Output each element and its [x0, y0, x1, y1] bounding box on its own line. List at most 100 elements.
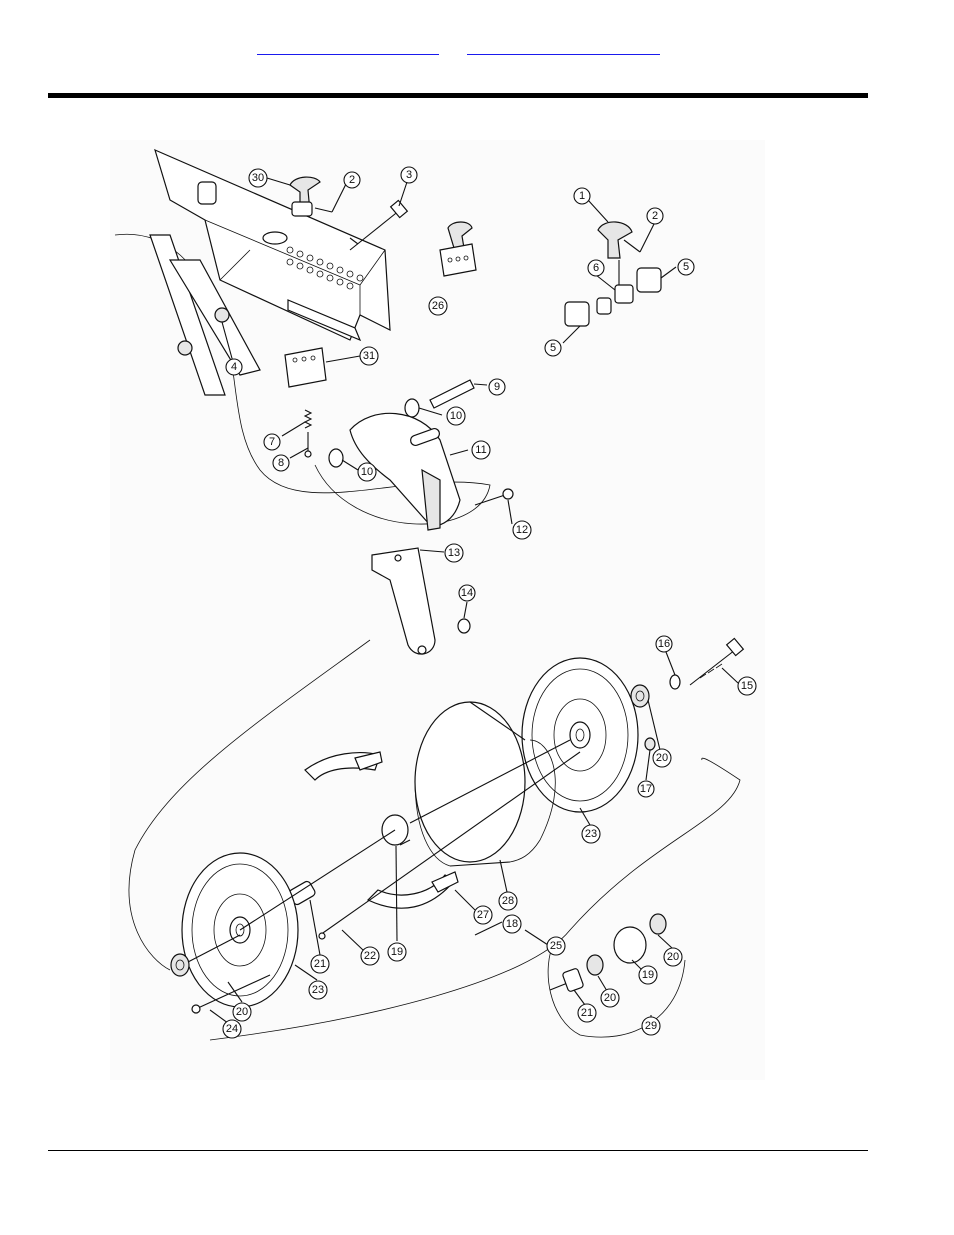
svg-text:16: 16 [658, 638, 670, 650]
tread-27-lower [366, 871, 459, 909]
header-rule [48, 93, 868, 98]
callout-5a: 5 [677, 258, 695, 276]
footer-rule [48, 1150, 868, 1151]
callout-8: 8 [272, 454, 290, 472]
svg-text:26: 26 [432, 300, 444, 312]
callout-30: 30 [248, 168, 268, 188]
svg-text:20: 20 [656, 752, 668, 764]
callout-31: 31 [359, 346, 379, 366]
svg-text:14: 14 [461, 587, 473, 599]
svg-text:1: 1 [579, 190, 585, 202]
callout-14: 14 [458, 584, 476, 602]
callout-9: 9 [488, 378, 506, 396]
svg-text:27: 27 [477, 909, 489, 921]
svg-text:28: 28 [502, 895, 514, 907]
callout-4: 4 [225, 358, 243, 376]
svg-text:23: 23 [585, 828, 597, 840]
svg-text:10: 10 [361, 466, 373, 478]
wheel-group-outline [128, 639, 371, 971]
bearing-20-right [630, 684, 650, 708]
callout-13: 13 [444, 543, 464, 563]
svg-text:5: 5 [683, 261, 689, 273]
callout-20d: 20 [600, 988, 620, 1008]
callout-2: 2 [343, 171, 361, 189]
leader-lines [209, 177, 739, 1030]
parts-diagram: 30 2 3 26 4 31 1 2 6 5 5 9 10 11 7 8 10 … [110, 140, 765, 1080]
svg-text:5: 5 [550, 342, 556, 354]
tire-28 [414, 701, 556, 867]
bushing-10-upper [404, 398, 420, 418]
lock-block-31 [284, 347, 327, 388]
spring-and-pin [303, 409, 313, 458]
callout-28: 28 [498, 891, 518, 911]
svg-text:25: 25 [550, 940, 562, 952]
callout-6: 6 [587, 259, 605, 277]
tread-27-upper [304, 751, 383, 781]
bearing-kit-29 [549, 913, 667, 992]
callout-22: 22 [360, 946, 380, 966]
handle-kit-detail [564, 221, 662, 327]
header-link-1[interactable] [257, 40, 439, 55]
callout-20a: 20 [652, 748, 672, 768]
callout-25: 25 [546, 936, 566, 956]
callout-29: 29 [641, 1016, 661, 1036]
callout-19: 19 [387, 942, 407, 962]
wheel-disc-right [521, 657, 639, 813]
callout-15: 15 [737, 676, 757, 696]
callout-3: 3 [400, 166, 418, 184]
callout-7: 7 [263, 433, 281, 451]
callout-5b: 5 [544, 339, 562, 357]
callout-20b: 20 [232, 1002, 252, 1022]
svg-text:13: 13 [448, 547, 460, 559]
svg-text:31: 31 [363, 350, 375, 362]
svg-text:20: 20 [604, 992, 616, 1004]
bearing-20-left [170, 934, 241, 977]
svg-text:15: 15 [741, 680, 753, 692]
callout-11: 11 [471, 440, 491, 460]
svg-text:20: 20 [236, 1006, 248, 1018]
svg-text:7: 7 [269, 436, 275, 448]
callout-10a: 10 [446, 406, 466, 426]
frame-mount [149, 148, 391, 396]
shaft-22 [318, 751, 581, 940]
svg-text:12: 12 [516, 524, 528, 536]
callout-17: 17 [637, 780, 655, 798]
bolt-12 [474, 488, 514, 506]
svg-text:4: 4 [231, 361, 237, 373]
wheel-group-outline-lower [209, 757, 741, 1041]
callout-23a: 23 [581, 824, 601, 844]
wheel-disc-left [181, 829, 396, 1008]
svg-text:22: 22 [364, 950, 376, 962]
svg-text:30: 30 [252, 172, 264, 184]
exploded-view-drawing: 30 2 3 26 4 31 1 2 6 5 5 9 10 11 7 8 10 … [114, 148, 757, 1041]
callout-19b: 19 [638, 965, 658, 985]
header-link-2[interactable] [467, 40, 660, 55]
svg-text:6: 6 [593, 262, 599, 274]
washer-16 [669, 674, 681, 690]
callout-12: 12 [512, 520, 532, 540]
svg-text:18: 18 [506, 918, 518, 930]
svg-text:21: 21 [581, 1007, 593, 1019]
arm-11 [349, 412, 461, 531]
svg-text:17: 17 [640, 783, 652, 795]
svg-text:21: 21 [314, 958, 326, 970]
callout-1: 1 [573, 187, 591, 205]
callout-21a: 21 [310, 954, 330, 974]
bushing-10-lower [328, 448, 344, 468]
bearing-kit-outline [547, 939, 686, 1038]
callout-16: 16 [655, 635, 673, 653]
callout-2b: 2 [646, 207, 664, 225]
svg-text:29: 29 [645, 1020, 657, 1032]
callout-27: 27 [473, 905, 493, 925]
callout-18: 18 [502, 914, 522, 934]
callout-20c: 20 [663, 947, 683, 967]
callout-10b: 10 [357, 462, 377, 482]
callout-24: 24 [222, 1019, 242, 1039]
svg-text:24: 24 [226, 1023, 238, 1035]
washer-14 [457, 618, 471, 634]
svg-text:8: 8 [278, 457, 284, 469]
pin-9 [429, 379, 475, 409]
svg-text:11: 11 [475, 444, 486, 456]
nut-17 [644, 737, 656, 751]
bolt-3 [349, 199, 409, 251]
